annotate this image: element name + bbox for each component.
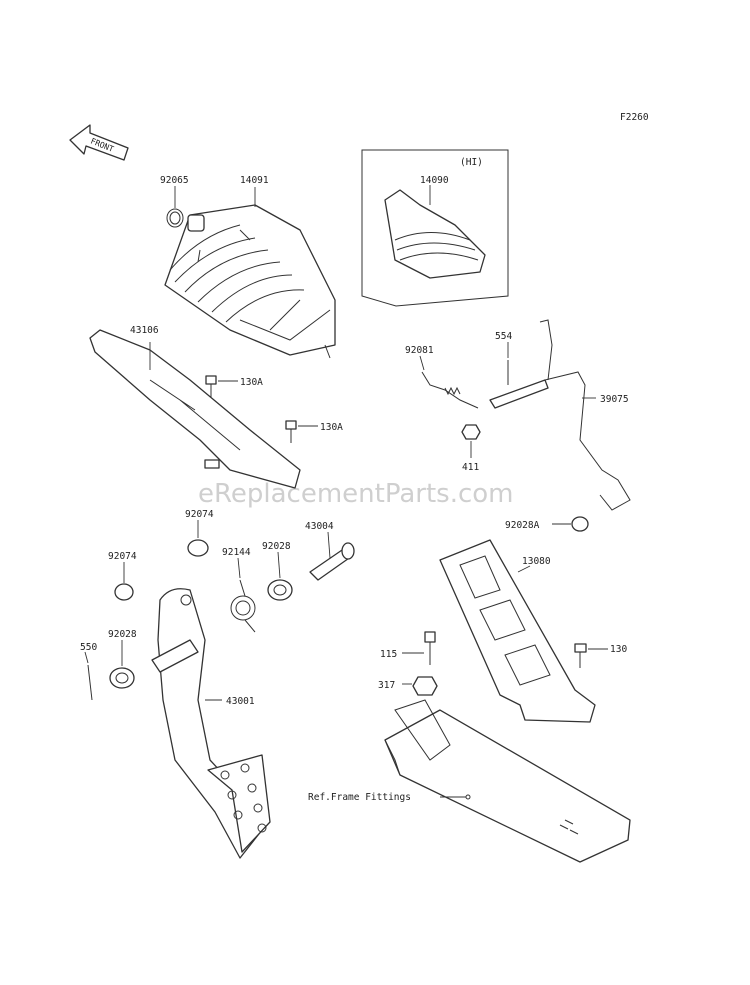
callout-92028A: 92028A xyxy=(505,520,540,531)
part-115-bolt xyxy=(402,631,436,665)
part-92065-oring xyxy=(166,186,184,228)
callout-43106: 43106 xyxy=(130,325,159,336)
callout-13080: 13080 xyxy=(522,556,551,567)
callout-92074-1: 92074 xyxy=(185,509,214,520)
part-92028A-bushing xyxy=(552,516,589,532)
callout-43001: 43001 xyxy=(226,696,255,707)
callout-92081: 92081 xyxy=(405,345,434,356)
callout-92028-1: 92028 xyxy=(262,541,291,552)
inset-box xyxy=(361,149,509,307)
part-92028-bushing-1 xyxy=(267,551,293,601)
part-130A-bolt-1 xyxy=(205,375,238,398)
part-13080-plate xyxy=(439,539,596,723)
inset-label: (HI) xyxy=(460,157,483,168)
figure-code: F2260 xyxy=(620,112,649,123)
callout-92144: 92144 xyxy=(222,547,251,558)
callout-39075: 39075 xyxy=(600,394,629,405)
callout-554: 554 xyxy=(495,331,512,342)
part-411-nut xyxy=(461,424,481,458)
callout-130A-1: 130A xyxy=(240,377,263,388)
callout-14091: 14091 xyxy=(240,175,269,186)
callout-ref-frame: Ref.Frame Fittings xyxy=(308,792,411,803)
part-130A-bolt-2 xyxy=(285,420,318,443)
frame-bracket xyxy=(384,699,631,863)
watermark: eReplacementParts.com xyxy=(198,479,514,509)
part-92074-collar-2 xyxy=(114,562,134,601)
callout-92028-2: 92028 xyxy=(108,629,137,640)
part-14090-boot xyxy=(384,185,486,279)
front-arrow-icon: FRONT xyxy=(69,124,129,161)
part-317-nut xyxy=(402,676,438,696)
callout-550: 550 xyxy=(80,642,97,653)
part-14091-boot xyxy=(164,187,336,359)
part-92028-bushing-2 xyxy=(109,640,135,689)
part-39075-rod xyxy=(489,319,631,511)
part-92074-collar-1 xyxy=(187,520,209,557)
callout-115: 115 xyxy=(380,649,397,660)
callout-43004: 43004 xyxy=(305,521,334,532)
part-43004-shaft xyxy=(309,531,355,581)
callout-130A-2: 130A xyxy=(320,422,343,433)
callout-92074-2: 92074 xyxy=(108,551,137,562)
part-43001-pedal xyxy=(151,588,271,859)
callout-411: 411 xyxy=(462,462,479,473)
part-550-pin xyxy=(84,651,93,701)
part-130-bolt xyxy=(574,643,608,668)
part-92081-spring xyxy=(419,355,479,409)
callout-130: 130 xyxy=(610,644,627,655)
callout-92065: 92065 xyxy=(160,175,189,186)
callout-317: 317 xyxy=(378,680,395,691)
part-43106-lever xyxy=(89,329,301,489)
callout-14090: 14090 xyxy=(420,175,449,186)
part-92144-spring xyxy=(230,557,256,633)
